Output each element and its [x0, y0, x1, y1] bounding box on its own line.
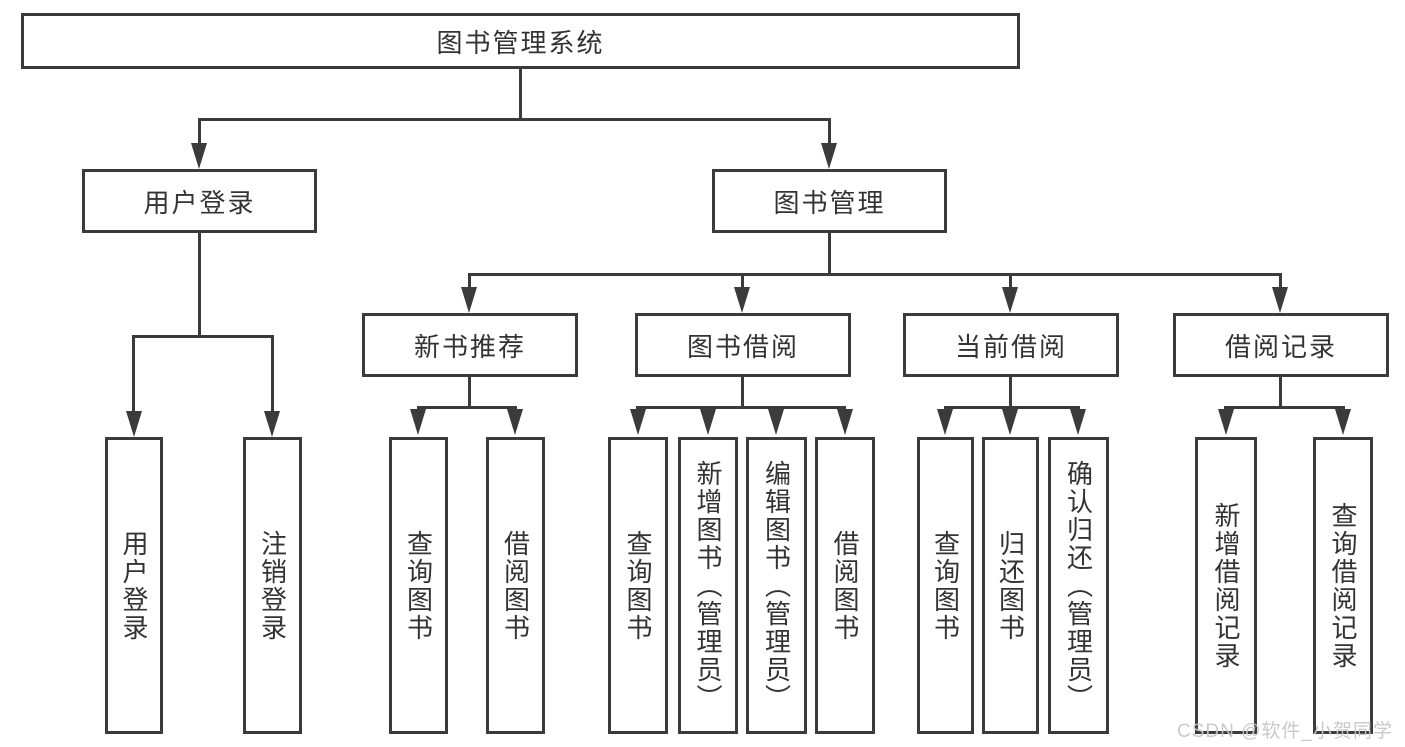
leaf-label: 归还图书 [995, 529, 1026, 642]
connector-root-rail [198, 118, 831, 121]
leaf-label: 查询图书 [930, 529, 961, 642]
connector-current-borrow-stem [1009, 377, 1012, 406]
node-label: 当前借阅 [954, 331, 1067, 362]
leaf-label: 编辑图书（管理员） [761, 459, 792, 712]
leaf-user-login: 用户登录 [105, 437, 163, 734]
node-new-book-recommend: 新书推荐 [362, 313, 578, 377]
arrow-to-new-book-recommend [461, 287, 477, 313]
leaf-logout-login: 注销登录 [243, 437, 302, 734]
connector-current-borrow-drop [1009, 273, 1012, 289]
connector-borrow-records-stem [1279, 377, 1282, 406]
arrow-to-records-add [1218, 409, 1234, 435]
node-label: 图书管理 [773, 187, 886, 218]
leaf-label: 新增借阅记录 [1211, 501, 1241, 670]
connector-borrow-records-rail [1224, 406, 1345, 409]
leaf-records-add-borrow-record: 新增借阅记录 [1195, 437, 1257, 734]
arrow-to-current-borrow [1002, 287, 1018, 313]
leaf-label: 查询图书 [403, 529, 434, 642]
arrow-to-current-query [937, 409, 953, 435]
connector-book-borrow-rail [636, 406, 846, 409]
arrow-to-borrow-query [630, 409, 646, 435]
arrow-to-book-borrow [734, 287, 750, 313]
arrow-to-leaf-user-login [126, 411, 142, 437]
leaf-label: 用户登录 [119, 529, 149, 642]
leaf-label: 查询借阅记录 [1328, 501, 1358, 670]
node-label: 借阅记录 [1224, 331, 1337, 362]
leaf-bookborrow-query-books: 查询图书 [608, 437, 668, 734]
arrow-to-user-login [191, 143, 207, 169]
arrow-to-book-management [821, 143, 837, 169]
connector-book-mgmt-stem [828, 233, 831, 273]
connector-book-mgmt-rail [468, 273, 1282, 276]
leaf-newbook-borrow-books: 借阅图书 [486, 437, 545, 734]
connector-current-borrow-rail [944, 406, 1080, 409]
connector-new-book-stem [468, 377, 471, 406]
connector-new-book-drop [468, 273, 471, 289]
connector-new-book-rail [417, 406, 517, 409]
connector-book-mgmt-drop [828, 118, 831, 146]
arrow-to-records-query [1335, 409, 1351, 435]
leaf-label: 新增图书（管理员） [693, 459, 723, 712]
leaf-label: 借阅图书 [830, 529, 860, 642]
node-borrow-records: 借阅记录 [1173, 313, 1389, 377]
leaf-records-query-borrow-record: 查询借阅记录 [1313, 437, 1373, 734]
arrow-to-newbook-borrow [507, 409, 523, 435]
leaf-label: 确认归还（管理员） [1063, 459, 1094, 712]
connector-user-login-drop [198, 118, 201, 146]
arrow-to-current-confirm [1070, 409, 1086, 435]
arrow-to-newbook-query [410, 409, 426, 435]
node-label: 图书借阅 [686, 331, 799, 362]
leaf-label: 注销登录 [257, 529, 288, 642]
leaf-newbook-query-books: 查询图书 [389, 437, 448, 734]
leaf-label: 借阅图书 [500, 529, 531, 642]
arrow-to-borrow-records [1272, 287, 1288, 313]
arrow-to-current-return [1002, 409, 1018, 435]
leaf-current-confirm-return-admin: 确认归还（管理员） [1048, 437, 1109, 734]
leaf-current-query-books: 查询图书 [917, 437, 974, 734]
leaf-current-return-books: 归还图书 [982, 437, 1039, 734]
leaf-bookborrow-edit-books-admin: 编辑图书（管理员） [746, 437, 807, 734]
connector-user-login-rail [132, 335, 274, 338]
arrow-to-borrow-edit [768, 409, 784, 435]
connector-root-stem [519, 69, 522, 118]
leaf-bookborrow-borrow-books: 借阅图书 [815, 437, 875, 734]
node-label: 用户登录 [143, 187, 256, 218]
connector-borrow-records-drop [1279, 273, 1282, 289]
arrow-to-borrow-borrow [837, 409, 853, 435]
node-book-borrow: 图书借阅 [635, 313, 851, 377]
connector-user-login-stem [198, 233, 201, 335]
leaf-label: 查询图书 [623, 529, 653, 642]
connector-book-borrow-stem [741, 377, 744, 406]
node-current-borrow: 当前借阅 [903, 313, 1119, 377]
arrow-to-borrow-add [700, 409, 716, 435]
arrow-to-leaf-logout [264, 411, 280, 437]
leaf-bookborrow-add-books-admin: 新增图书（管理员） [678, 437, 738, 734]
connector-book-borrow-drop [741, 273, 744, 289]
node-label: 图书管理系统 [436, 27, 605, 58]
csdn-watermark: CSDN @软件_小贺同学 [1177, 721, 1393, 742]
node-label: 新书推荐 [413, 331, 526, 362]
node-library-management-system: 图书管理系统 [21, 13, 1020, 69]
connector-leaf-logout-drop [271, 335, 274, 413]
node-user-login: 用户登录 [82, 169, 317, 233]
node-book-management: 图书管理 [712, 169, 947, 233]
connector-leaf-login-drop [132, 335, 135, 413]
